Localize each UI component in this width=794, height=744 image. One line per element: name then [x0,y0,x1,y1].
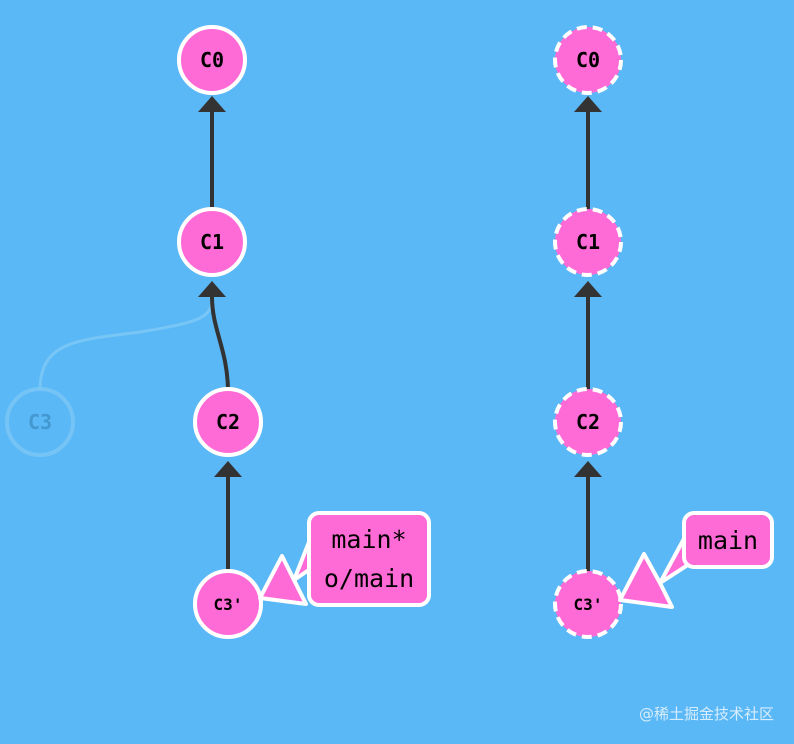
commit-label: C3' [214,595,243,614]
commit-label: C1 [576,230,600,254]
edge-arrow-c1 [198,281,226,297]
commit-c3-prime[interactable]: C3' [193,569,263,639]
branch-name-main-star: main* [331,525,406,554]
branch-label-box [307,511,431,607]
commit-c0[interactable]: C0 [177,25,247,95]
right-edges [574,96,602,572]
commit-c2[interactable]: C2 [193,387,263,457]
left-branch-label[interactable]: main* o/main [258,511,431,607]
right-commits: C0 C1 C2 C3' [553,25,623,639]
edge-arrow-c0 [198,96,226,112]
commit-label: C2 [576,410,600,434]
commit-label: C0 [200,48,224,72]
branch-label-box [682,511,774,569]
edge-c3-to-c1-ghost [38,297,214,391]
watermark: @稀土掘金技术社区 [638,705,774,723]
commit-c1[interactable]: C1 [553,207,623,277]
commit-c1[interactable]: C1 [177,207,247,277]
commit-c2[interactable]: C2 [553,387,623,457]
edge-c2-to-c1 [210,296,230,393]
commit-label: C2 [216,410,240,434]
commit-label: C1 [200,230,224,254]
branch-name-o-main: o/main [324,564,414,593]
edge-arrow-c2 [574,461,602,477]
commit-c0[interactable]: C0 [553,25,623,95]
commit-label: C3' [574,595,603,614]
edge-arrow-c1 [574,281,602,297]
edge-arrow-c2 [214,461,242,477]
commit-ghost-c3: C3 [5,387,75,457]
branch-name-main: main [698,526,758,555]
edge-arrow-c0 [574,96,602,112]
left-edges [38,96,242,572]
commit-label: C3 [28,410,52,434]
left-commits: C3 C0 C1 C2 C3' [5,25,263,639]
right-branch-label[interactable]: main [618,511,774,609]
commit-c3-prime[interactable]: C3' [553,569,623,639]
commit-label: C0 [576,48,600,72]
